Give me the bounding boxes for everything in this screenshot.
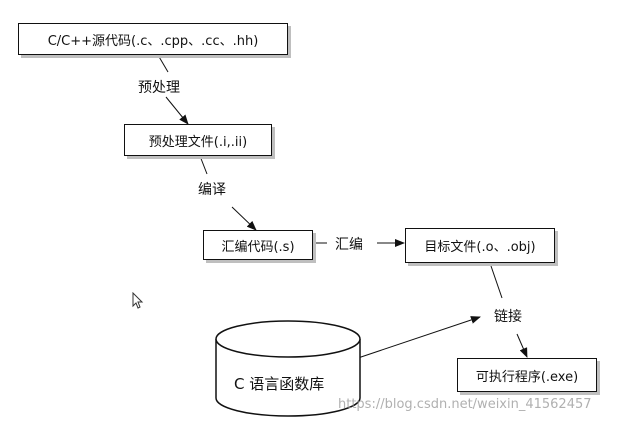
assembly-code-label: 汇编代码(.s) [221,239,295,255]
watermark-url: https://blog.csdn.net/weixin_41562457 [338,397,592,412]
library-label: C 语言函数库 [234,375,325,393]
step-label-assemble: 汇编 [335,237,363,253]
library-cylinder-shape [215,320,361,417]
arrow-preprocess-to-preprocessed [165,96,189,125]
step-label-link: 链接 [494,309,522,325]
arrow-link-to-executable [516,333,528,358]
preprocessed-file-label: 预处理文件(.i,.ii) [148,134,248,150]
connector-object-to-link-label [490,265,503,299]
step-label-preprocess: 预处理 [138,80,180,96]
arrow-compile-to-assembly [231,206,257,231]
source-code-label: C/C++源代码(.c、.cpp、.cc、.hh) [47,33,259,49]
step-label-compile: 编译 [198,182,226,198]
connector-preprocessed-to-compile-label [199,155,208,175]
executable-label: 可执行程序(.exe) [475,369,579,385]
source-code-box: C/C++源代码(.c、.cpp、.cc、.hh) [18,23,288,55]
executable-box: 可执行程序(.exe) [457,358,597,392]
object-file-label: 目标文件(.o、.obj) [424,240,536,255]
mouse-cursor-icon [132,292,144,309]
assembly-code-box: 汇编代码(.s) [203,230,313,260]
connector-source-to-preprocess-label [157,54,169,73]
preprocessed-file-box: 预处理文件(.i,.ii) [124,124,272,156]
object-file-box: 目标文件(.o、.obj) [405,228,555,263]
arrow-library-to-link [357,316,481,359]
